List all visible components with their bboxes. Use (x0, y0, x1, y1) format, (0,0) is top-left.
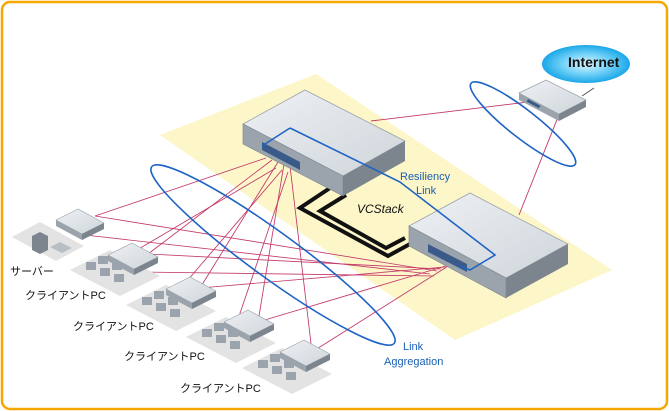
server-group (12, 208, 105, 261)
client-pc-label-1: クライアントPC (25, 289, 106, 302)
internet-router (518, 79, 595, 121)
resiliency-label-line2: Link (416, 185, 437, 197)
client-pc-label-4: クライアントPC (180, 382, 261, 395)
resiliency-link (289, 127, 497, 271)
client-pc-group-3 (186, 309, 276, 363)
link-aggregation-ring (150, 164, 396, 346)
uplink-lines (370, 100, 561, 216)
vcstack-cable (296, 186, 411, 259)
client-pc-group-2 (126, 276, 217, 331)
client-pc-group-1 (70, 242, 160, 296)
internet-label: Internet (568, 54, 620, 70)
internet-cloud (542, 45, 630, 83)
client-pc-label-3: クライアントPC (124, 350, 205, 363)
uplink-aggregation-ring (469, 81, 577, 167)
client-pc-group-4 (242, 339, 332, 394)
access-lines (84, 157, 454, 353)
link-aggregation-label-line1: Link (403, 341, 424, 353)
server-label: サーバー (10, 265, 54, 278)
link-aggregation-label-line2: Aggregation (384, 356, 443, 368)
client-pc-label-2: クライアントPC (73, 320, 154, 333)
resiliency-label-line1: Resiliency (400, 171, 451, 183)
port-panel-upper (262, 142, 300, 170)
core-switch-lower (408, 192, 569, 299)
vcstack-label: VCStack (357, 202, 405, 216)
port-panel-lower (428, 244, 467, 272)
